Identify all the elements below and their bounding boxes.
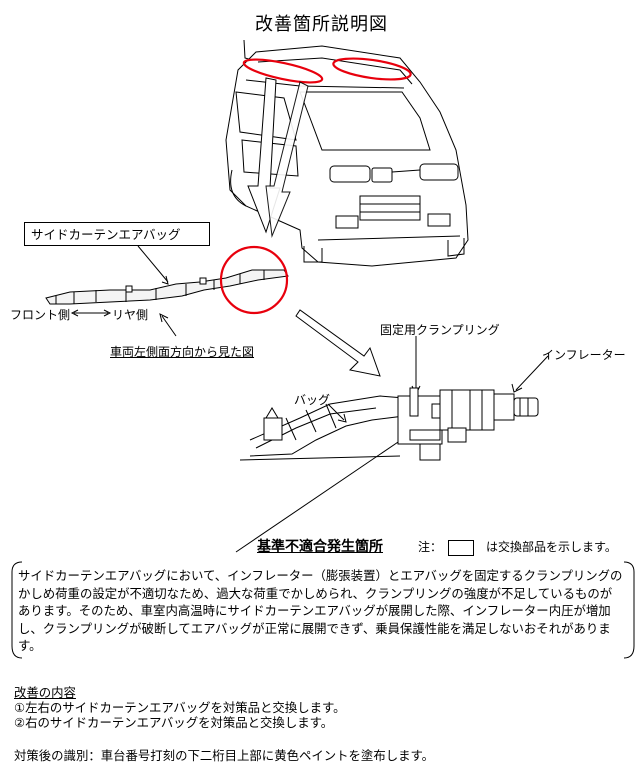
improvement-item: ②右のサイドカーテンエアバッグを対策品と交換します。 — [14, 715, 334, 730]
rear-side-label: リヤ側 — [112, 308, 149, 322]
airbag-side-view — [45, 269, 289, 305]
roof-right-highlight — [332, 57, 412, 81]
identification-text: 対策後の識別：車台番号打刻の下二桁目上部に黄色ペイントを塗布します。 — [14, 748, 435, 763]
note: 注： は交換部品を示します。 — [418, 538, 617, 556]
note-prefix: 注： — [418, 540, 443, 554]
nonconformity-label: 基準不適合発生箇所 — [257, 539, 383, 555]
view-caption: 車両左側面方向から見た図 — [110, 345, 255, 359]
description-frame — [11, 561, 635, 659]
replacement-part-legend-box — [448, 539, 475, 556]
detail-drawing — [239, 387, 539, 461]
inflator-label: インフレーター — [542, 348, 626, 362]
description-text: サイドカーテンエアバッグにおいて、インフレーター（膨張装置）とエアバッグを固定す… — [18, 568, 623, 653]
bag-label: バッグ — [294, 393, 331, 407]
improvement-heading: 改善の内容 — [14, 685, 76, 700]
front-side-label: フロント側 — [10, 308, 71, 322]
improvement-item: ①左右のサイドカーテンエアバッグを対策品と交換します。 — [14, 700, 346, 715]
pointer-arrows — [247, 77, 381, 377]
inflator-highlight-circle — [219, 245, 289, 315]
roof-left-highlight — [242, 58, 324, 84]
note-suffix: は交換部品を示します。 — [486, 540, 617, 554]
clamp-ring-label: 固定用クランプリング — [380, 323, 500, 337]
side-curtain-airbag-label: サイドカーテンエアバッグ — [24, 222, 210, 246]
page-title: 改善箇所説明図 — [255, 14, 388, 35]
vehicle-illustration — [225, 39, 469, 267]
